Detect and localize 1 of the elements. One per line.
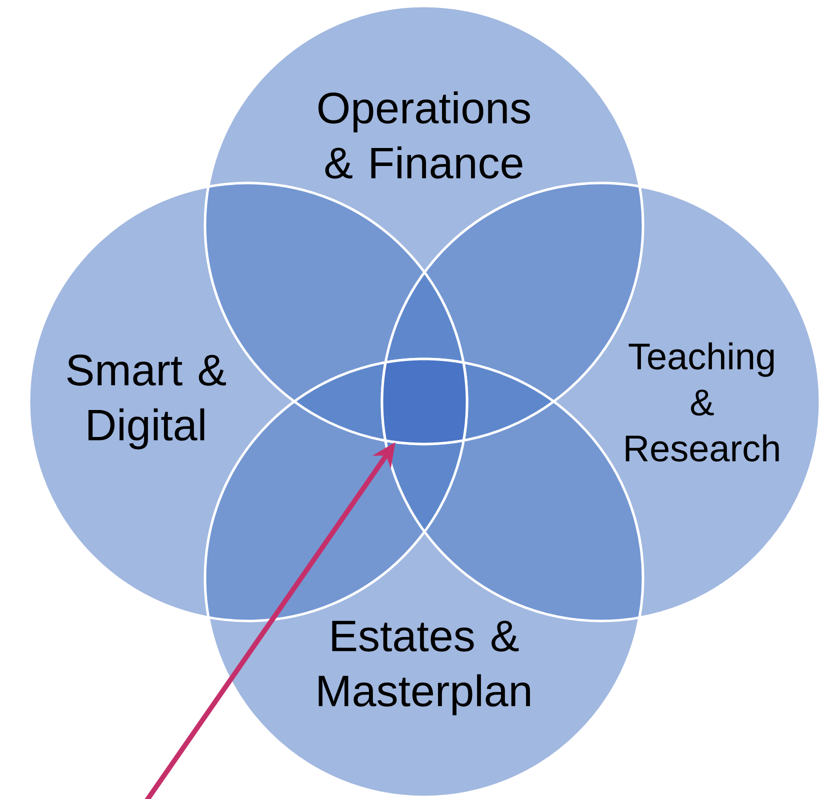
center-overlap — [380, 358, 468, 446]
